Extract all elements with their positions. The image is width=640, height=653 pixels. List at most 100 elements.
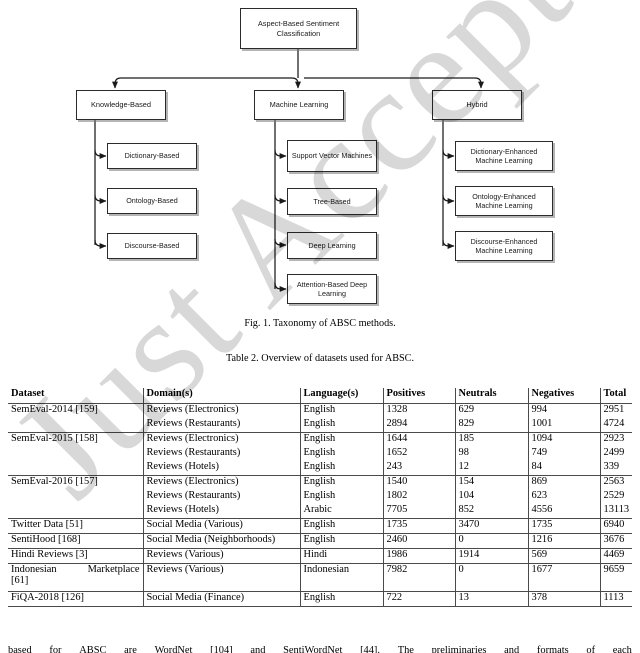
cell-total: 2563	[599, 475, 632, 490]
cell-total: 6940	[599, 518, 632, 534]
body-text-word: ABSC	[79, 645, 107, 653]
cell-total: 9659	[599, 563, 632, 592]
cell-neutrals: 0	[454, 563, 528, 592]
cell-language: Indonesian	[299, 563, 383, 592]
node-label: Hybrid	[466, 100, 488, 110]
node-label: Dictionary-Based	[124, 151, 180, 161]
cell-positives: 1652	[382, 447, 455, 461]
cell-dataset	[8, 418, 143, 433]
cell-language: Arabic	[299, 504, 383, 519]
column-header-languages: Language(s)	[299, 388, 383, 404]
cell-negatives: 994	[527, 403, 600, 418]
cell-total: 2923	[599, 432, 632, 447]
cell-negatives: 1001	[527, 418, 600, 433]
cell-domain: Reviews (Restaurants)	[142, 490, 300, 504]
cell-dataset: SentiHood [168]	[8, 533, 143, 549]
cell-neutrals: 104	[454, 490, 528, 504]
cell-neutrals: 629	[454, 403, 528, 418]
node-attention-based-deep-learning: Attention-Based Deep Learning	[287, 274, 377, 304]
cell-language: English	[299, 490, 383, 504]
cell-language: English	[299, 418, 383, 433]
cell-neutrals: 852	[454, 504, 528, 519]
table-body: SemEval-2014 [159]Reviews (Electronics)E…	[8, 403, 632, 607]
node-hybrid: Hybrid	[432, 90, 522, 120]
body-text-word: each	[612, 645, 632, 653]
table-header-row: Dataset Domain(s) Language(s) Positives …	[8, 388, 632, 404]
cell-negatives: 4556	[527, 504, 600, 519]
cell-positives: 722	[382, 591, 455, 607]
column-header-dataset: Dataset	[8, 388, 143, 404]
table-row: Twitter Data [51]Social Media (Various)E…	[8, 518, 632, 534]
cell-domain: Social Media (Finance)	[142, 591, 300, 607]
cell-negatives: 84	[527, 461, 600, 476]
node-label: Knowledge-Based	[91, 100, 151, 110]
body-text-word: SentiWordNet	[283, 645, 343, 653]
node-label: Attention-Based Deep Learning	[296, 279, 368, 298]
body-text-word: and	[504, 645, 520, 653]
cell-language: English	[299, 447, 383, 461]
table-row: SemEval-2014 [159]Reviews (Electronics)E…	[8, 403, 632, 418]
cell-negatives: 869	[527, 475, 600, 490]
body-text-word: formats	[536, 645, 569, 653]
column-header-neutrals: Neutrals	[454, 388, 528, 404]
cell-total: 4724	[599, 418, 632, 433]
cell-dataset: SemEval-2014 [159]	[8, 403, 143, 418]
cell-positives: 1644	[382, 432, 455, 447]
cell-dataset	[8, 461, 143, 476]
node-discourse-enhanced-machine-learning: Discourse-Enhanced Machine Learning	[455, 231, 553, 261]
cell-dataset	[8, 490, 143, 504]
node-machine-learning: Machine Learning	[254, 90, 344, 120]
node-ontology-enhanced-machine-learning: Ontology-Enhanced Machine Learning	[455, 186, 553, 216]
cell-neutrals: 1914	[454, 548, 528, 564]
table-row: SemEval-2016 [157]Reviews (Electronics)E…	[8, 475, 632, 490]
cell-positives: 1540	[382, 475, 455, 490]
figure-caption: Fig. 1. Taxonomy of ABSC methods.	[244, 318, 396, 329]
cell-positives: 1328	[382, 403, 455, 418]
body-text-word: preliminaries	[431, 645, 487, 653]
cell-positives: 7705	[382, 504, 455, 519]
cell-dataset	[8, 504, 143, 519]
node-label: Ontology-Enhanced Machine Learning	[472, 191, 536, 210]
node-label: Support Vector Machines	[291, 151, 373, 161]
body-text-word: [44].	[360, 645, 380, 653]
cell-domain: Reviews (Various)	[142, 548, 300, 564]
cell-total: 1113	[599, 591, 632, 607]
cell-neutrals: 12	[454, 461, 528, 476]
cell-language: English	[299, 518, 383, 534]
cell-dataset: Twitter Data [51]	[8, 518, 143, 534]
node-label: Discourse-Enhanced Machine Learning	[470, 236, 538, 255]
cell-language: English	[299, 591, 383, 607]
node-deep-learning: Deep Learning	[287, 232, 377, 259]
cell-domain: Social Media (Neighborhoods)	[142, 533, 300, 549]
body-text-word: of	[586, 645, 596, 653]
cell-negatives: 623	[527, 490, 600, 504]
cell-total: 2951	[599, 403, 632, 418]
table-row: FiQA-2018 [126]Social Media (Finance)Eng…	[8, 591, 632, 607]
cell-dataset: SemEval-2016 [157]	[8, 475, 143, 490]
body-text-word: WordNet	[154, 645, 193, 653]
cell-negatives: 1735	[527, 518, 600, 534]
node-label: Machine Learning	[269, 100, 329, 110]
table-caption: Table 2. Overview of datasets used for A…	[226, 353, 414, 364]
taxonomy-figure: Aspect-Based Sentiment Classification Kn…	[0, 0, 640, 310]
cell-neutrals: 185	[454, 432, 528, 447]
node-support-vector-machines: Support Vector Machines	[287, 140, 377, 172]
body-text-word: based	[8, 645, 32, 653]
node-label: Aspect-Based Sentiment Classification	[257, 19, 340, 38]
cell-total: 13113	[599, 504, 632, 519]
cell-domain: Reviews (Restaurants)	[142, 447, 300, 461]
cell-total: 339	[599, 461, 632, 476]
cell-neutrals: 829	[454, 418, 528, 433]
node-label: Ontology-Based	[126, 196, 178, 206]
cell-domain: Reviews (Various)	[142, 563, 300, 592]
datasets-table-container: Dataset Domain(s) Language(s) Positives …	[8, 388, 632, 607]
node-dictionary-enhanced-machine-learning: Dictionary-Enhanced Machine Learning	[455, 141, 553, 171]
cell-positives: 1735	[382, 518, 455, 534]
node-tree-based: Tree-Based	[287, 188, 377, 215]
